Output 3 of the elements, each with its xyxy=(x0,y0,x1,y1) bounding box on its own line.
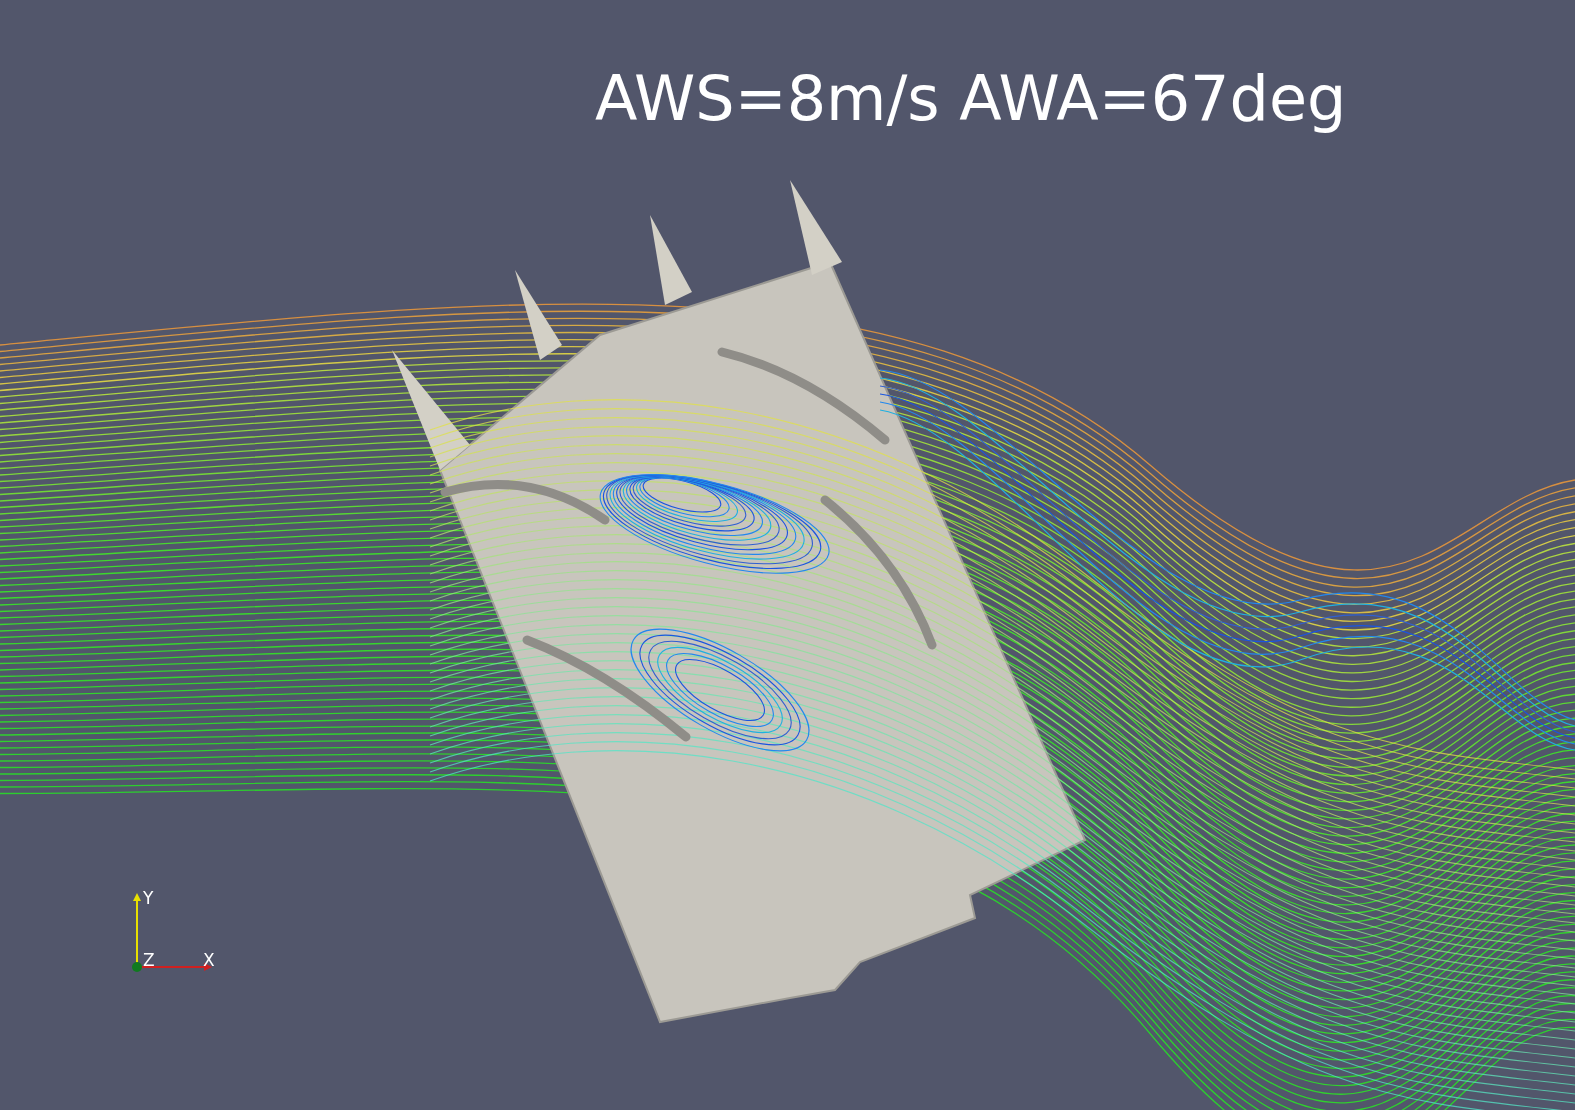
axis-label: Y xyxy=(143,890,154,907)
axis-label: X xyxy=(203,952,215,969)
axis-label: Z xyxy=(143,952,155,969)
